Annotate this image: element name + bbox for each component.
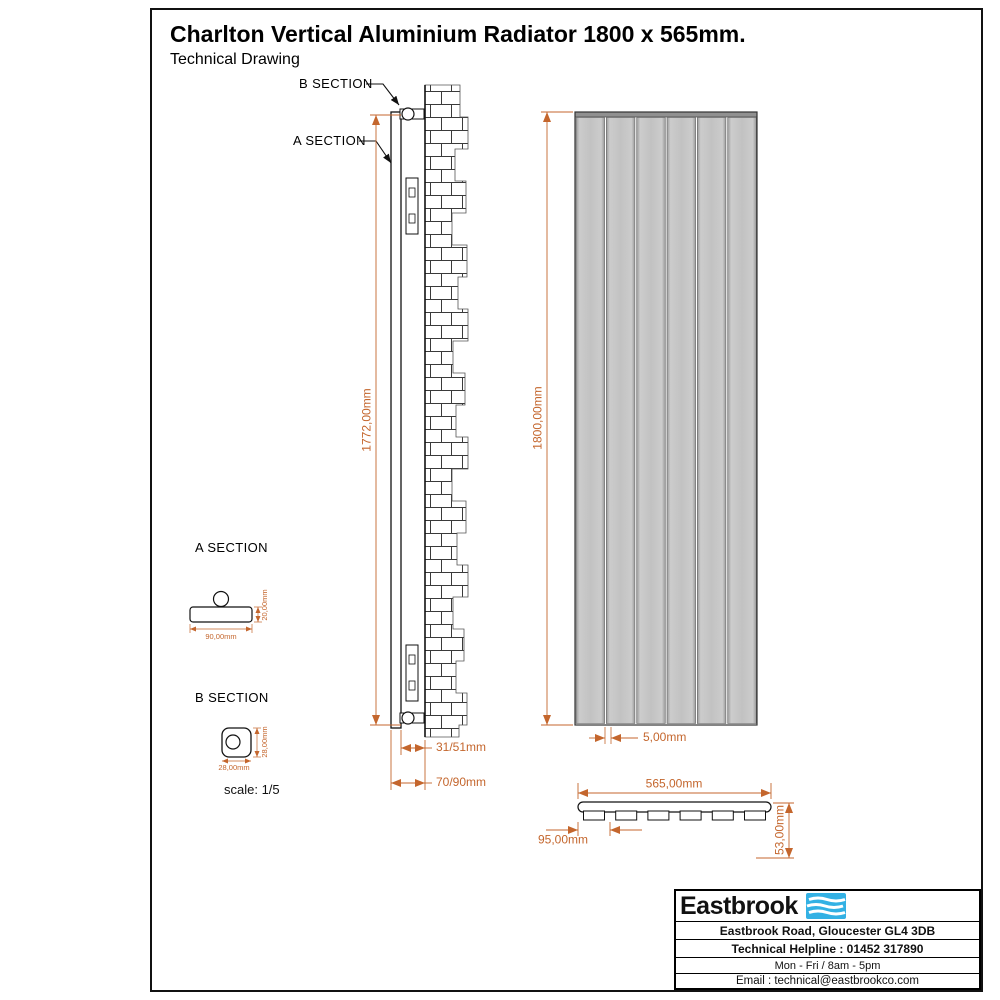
scale-label: scale: 1/5 [224,782,280,797]
a-section-detail-drawing [189,590,253,623]
b-section-detail-label: B SECTION [195,690,269,705]
a-section-width-dimension-label: 90,00mm [205,631,237,641]
wall-gap-dimension-label: 31/51mm [436,740,487,754]
front-height-dimension-label: 1800,00mm [530,386,545,450]
upper-wall-bracket [405,177,419,235]
page-subtitle: Technical Drawing [170,51,300,68]
side-height-dimension-label: 1772,00mm [359,388,374,452]
plan-view-radiator [577,801,772,821]
a-section-height-dimension-label: 20,00mm [259,589,269,621]
panel-pitch-dimension-label: 95,00mm [537,832,589,847]
front-view-radiator [574,111,758,726]
a-section-detail-dimensions [189,606,262,633]
overall-depth-dimension-label: 70/90mm [436,775,487,789]
address-line: Eastbrook Road, Gloucester GL4 3DB [676,922,979,940]
email-line: Email : technical@eastbrookco.com [736,975,919,987]
helpline-line: Technical Helpline : 01452 317890 [676,940,979,958]
brand-row: Eastbrook [676,891,979,922]
b-section-height-dimension-label: 28,00mm [259,726,269,758]
hours-line: Mon - Fri / 8am - 5pm [676,958,979,974]
drawing-border-frame [150,8,983,992]
a-section-detail-label: A SECTION [195,540,268,555]
b-section-detail-dimensions [222,727,261,764]
front-view-dimensions [541,111,638,744]
brick-wall-section [424,84,469,738]
brand-name: Eastbrook [680,891,798,920]
page-title: Charlton Vertical Aluminium Radiator 180… [170,21,746,47]
eastbrook-logo-icon [805,893,846,919]
b-section-detail-drawing [221,727,252,758]
lower-wall-bracket [405,644,419,702]
side-view-dimensions [370,114,432,790]
b-section-width-dimension-label: 28,00mm [218,762,250,772]
depth-dimension-label: 53,00mm [772,804,787,856]
plan-view-dimensions [546,783,794,859]
manufacturer-info-box: Eastbrook Eastbrook Road, Gloucester GL4… [674,889,981,990]
panel-gap-dimension-label: 5,00mm [643,730,687,744]
b-section-callout-label: B SECTION [299,76,373,91]
side-view-radiator [390,107,425,729]
width-dimension-label: 565,00mm [645,776,703,791]
a-section-callout-label: A SECTION [293,133,366,148]
